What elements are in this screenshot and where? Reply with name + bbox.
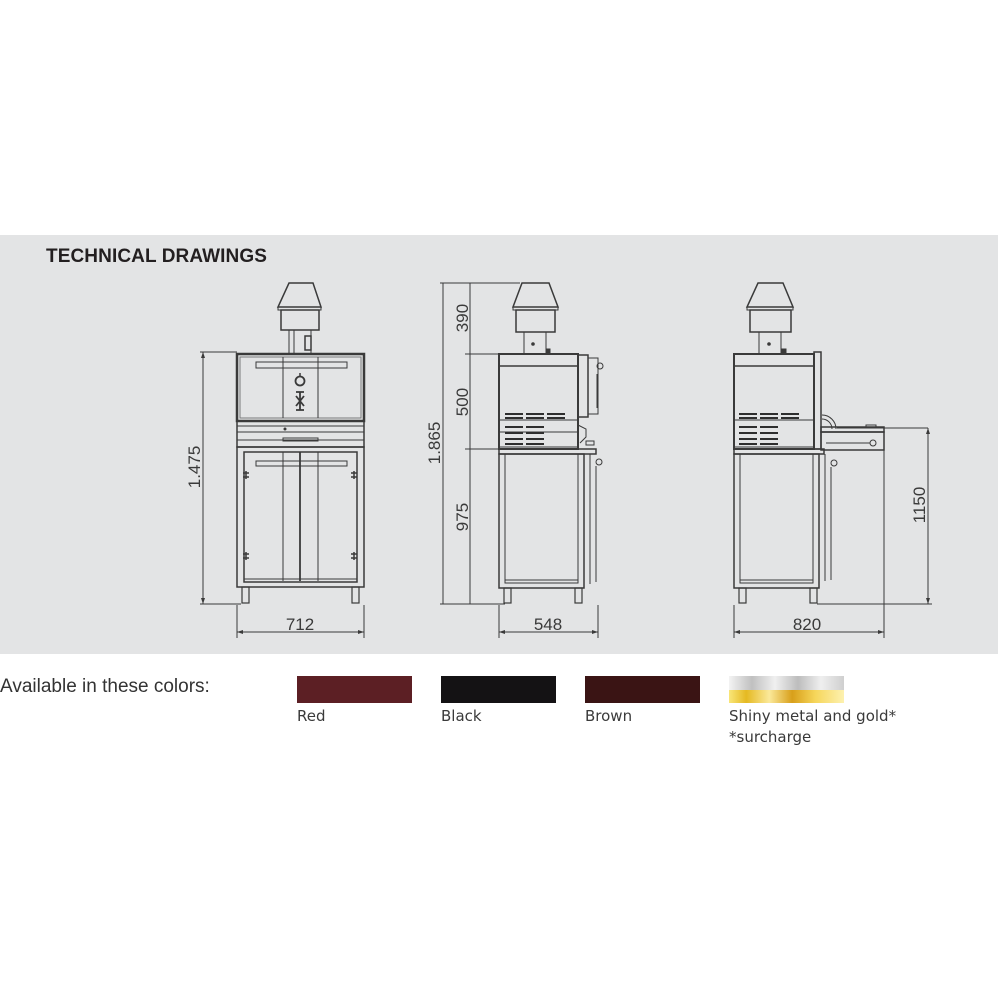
swatch-metal-gold — [729, 676, 844, 703]
swatch-gold-band — [729, 689, 844, 703]
front-height-label: 1.475 — [185, 446, 204, 489]
swatch-brown-label: Brown — [585, 707, 633, 725]
side-width-label: 548 — [534, 615, 562, 634]
technical-drawings: 712 1.475 548 1.865 390 500 975 820 1150 — [185, 282, 932, 638]
swatch-red — [297, 676, 412, 703]
swatch-red-label: Red — [297, 707, 326, 725]
front-view-drawing — [200, 282, 366, 638]
swatch-metal-band — [729, 676, 844, 690]
swatch-black — [441, 676, 556, 703]
side-view-drawing — [440, 282, 604, 638]
side-base-label: 975 — [453, 503, 472, 531]
shelf-width-label: 820 — [793, 615, 821, 634]
swatch-brown — [585, 676, 700, 703]
side-view-shelf-drawing — [733, 282, 932, 638]
colors-heading: Available in these colors: — [0, 676, 210, 697]
side-oven-label: 500 — [453, 388, 472, 416]
swatch-black-label: Black — [441, 707, 482, 725]
surcharge-note: *surcharge — [729, 728, 812, 746]
swatch-metal-gold-label: Shiny metal and gold* — [729, 707, 897, 725]
shelf-height-label: 1150 — [910, 487, 929, 524]
side-chimney-label: 390 — [453, 304, 472, 332]
front-width-label: 712 — [286, 615, 314, 634]
side-total-height-label: 1.865 — [425, 422, 444, 465]
panel-title: TECHNICAL DRAWINGS — [46, 246, 268, 267]
